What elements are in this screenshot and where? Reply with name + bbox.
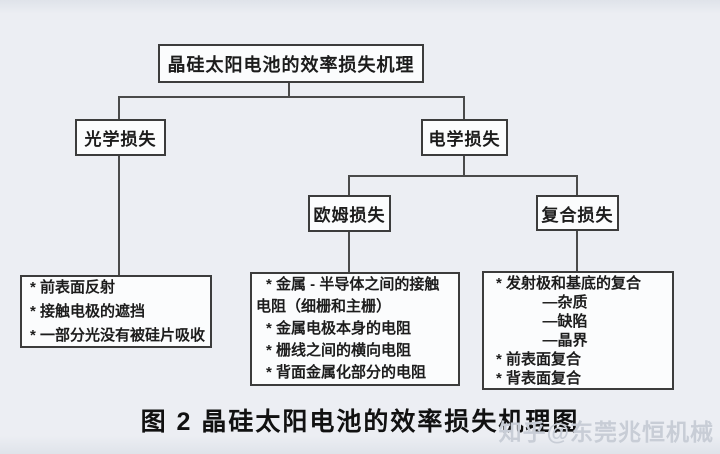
connector-ohmic-drop bbox=[348, 175, 350, 195]
node-recombination-loss-label: 复合损失 bbox=[541, 205, 614, 225]
connector-electrical-down bbox=[463, 156, 465, 176]
connector-electrical-drop bbox=[463, 96, 465, 119]
node-electrical-loss: 电学损失 bbox=[421, 119, 508, 156]
node-optical-loss: 光学损失 bbox=[75, 119, 166, 156]
root-node-label: 晶硅太阳电池的效率损失机理 bbox=[167, 54, 415, 75]
detail-line: —杂质 bbox=[542, 293, 588, 311]
node-optical-loss-label: 光学损失 bbox=[84, 130, 157, 149]
detail-line: * 金属 - 半导体之间的接触 bbox=[266, 276, 440, 293]
detail-line: * 前表面复合 bbox=[496, 350, 582, 368]
root-node-efficiency-loss-mechanism: 晶硅太阳电池的效率损失机理 bbox=[158, 44, 424, 83]
detail-line: * 发射极和基底的复合 bbox=[496, 274, 642, 292]
detail-box-ohmic: * 金属 - 半导体之间的接触 电阻（细栅和主栅） * 金属电极本身的电阻 * … bbox=[250, 272, 460, 386]
detail-line: * 接触电极的遮挡 bbox=[30, 302, 146, 320]
node-ohmic-loss-label: 欧姆损失 bbox=[313, 206, 386, 225]
connector-ohmic-to-detail bbox=[348, 232, 350, 272]
figure-caption: 图 2 晶硅太阳电池的效率损失机理图 bbox=[140, 408, 580, 436]
detail-line: * 前表面反射 bbox=[30, 278, 116, 296]
detail-line: * 背面金属化部分的电阻 bbox=[266, 364, 427, 381]
connector-level3-horizontal bbox=[348, 175, 578, 177]
detail-box-recombination: * 发射极和基底的复合 —杂质 —缺陷 —晶界 * 前表面复合 * 背表面复合 bbox=[482, 271, 674, 390]
connector-recombination-to-detail bbox=[576, 231, 578, 271]
detail-box-optical: * 前表面反射 * 接触电极的遮挡 * 一部分光没有被硅片吸收 bbox=[20, 275, 212, 348]
detail-line: —缺陷 bbox=[542, 312, 588, 330]
connector-optical-to-detail bbox=[118, 156, 120, 275]
detail-line: —晶界 bbox=[542, 331, 588, 349]
node-ohmic-loss: 欧姆损失 bbox=[308, 195, 391, 232]
connector-optical-drop bbox=[118, 96, 120, 119]
node-electrical-loss-label: 电学损失 bbox=[428, 130, 501, 149]
detail-line: * 金属电极本身的电阻 bbox=[266, 320, 412, 337]
detail-line: * 背表面复合 bbox=[496, 369, 582, 387]
node-recombination-loss: 复合损失 bbox=[536, 195, 619, 231]
connector-recombination-drop bbox=[576, 175, 578, 195]
detail-line: * 栅线之间的横向电阻 bbox=[266, 342, 412, 359]
connector-root-down bbox=[288, 83, 290, 97]
connector-level2-horizontal bbox=[118, 96, 465, 98]
detail-line: * 一部分光没有被硅片吸收 bbox=[30, 326, 206, 344]
watermark-text: 知乎@东莞兆恒机械 bbox=[498, 419, 714, 445]
detail-line: 电阻（细栅和主栅） bbox=[256, 298, 392, 315]
